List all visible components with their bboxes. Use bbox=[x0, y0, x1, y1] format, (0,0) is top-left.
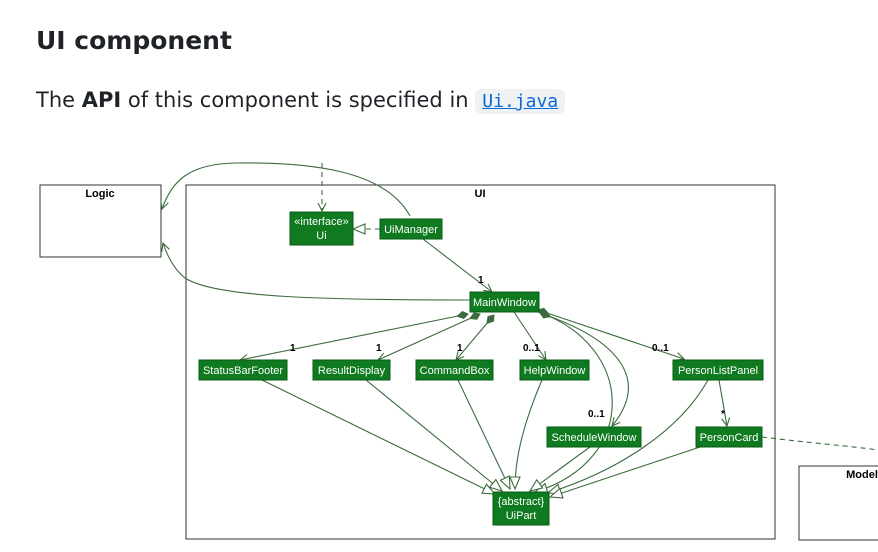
edge-main-to-schedule bbox=[540, 313, 629, 426]
intro-after: of this component is specified in bbox=[121, 88, 476, 112]
model-package-label: Model bbox=[846, 469, 878, 481]
mult-main-panel: 0..1 bbox=[652, 343, 669, 354]
edge-main-extends-uipart bbox=[535, 311, 613, 492]
edge-schedule-extends-uipart bbox=[530, 446, 591, 491]
intro-bold: API bbox=[81, 88, 122, 112]
mult-manager-main: 1 bbox=[478, 275, 484, 286]
edge-manager-to-logic bbox=[162, 162, 411, 217]
schedule-window-node: ScheduleWindow bbox=[546, 426, 642, 448]
edge-status-extends-uipart bbox=[261, 379, 495, 494]
intro-text: The API of this component is specified i… bbox=[36, 88, 566, 114]
mult-main-help: 0..1 bbox=[523, 343, 540, 354]
ui-part-node: {abstract} UiPart bbox=[492, 491, 550, 526]
ui-part-name: UiPart bbox=[506, 510, 537, 522]
ui-manager-node: UiManager bbox=[379, 218, 443, 240]
mult-main-result: 1 bbox=[376, 343, 382, 354]
result-display-node: ResultDisplay bbox=[312, 359, 391, 381]
help-window-label: HelpWindow bbox=[524, 365, 586, 377]
command-box-label: CommandBox bbox=[420, 365, 490, 377]
edge-card-extends-uipart bbox=[550, 446, 701, 497]
ui-interface-name: Ui bbox=[316, 230, 326, 242]
edge-result-extends-uipart bbox=[365, 379, 502, 491]
mult-panel-card: * bbox=[721, 409, 725, 420]
mult-main-command: 1 bbox=[457, 343, 463, 354]
person-list-panel-label: PersonListPanel bbox=[678, 365, 758, 377]
mult-main-status: 1 bbox=[290, 343, 296, 354]
edge-panel-extends-uipart bbox=[548, 379, 709, 493]
person-card-label: PersonCard bbox=[700, 432, 759, 444]
logic-package-label: Logic bbox=[85, 188, 114, 200]
model-package: Model bbox=[798, 465, 878, 541]
multiplicity-labels: 1 1 1 1 0..1 0..1 0..1 * bbox=[290, 275, 725, 420]
schedule-window-label: ScheduleWindow bbox=[552, 432, 637, 444]
edge-command-extends-uipart bbox=[457, 379, 510, 489]
ui-java-link[interactable]: Ui.java bbox=[475, 89, 566, 114]
edge-card-to-model bbox=[761, 436, 878, 451]
section-title: UI component bbox=[36, 26, 232, 55]
ui-part-stereotype: {abstract} bbox=[498, 496, 545, 508]
edge-main-to-logic bbox=[163, 243, 471, 301]
edge-help-extends-uipart bbox=[515, 379, 543, 489]
ui-package-label: UI bbox=[475, 188, 486, 200]
intro-before: The bbox=[36, 88, 82, 112]
command-box-node: CommandBox bbox=[415, 359, 494, 381]
result-display-label: ResultDisplay bbox=[318, 365, 386, 377]
status-bar-footer-label: StatusBarFooter bbox=[203, 365, 283, 377]
mult-main-schedule: 0..1 bbox=[588, 409, 605, 420]
edge-main-to-command bbox=[456, 315, 494, 360]
help-window-node: HelpWindow bbox=[519, 359, 590, 381]
ui-interface-stereotype: «interface» bbox=[294, 216, 348, 228]
main-window-node: MainWindow bbox=[469, 291, 540, 313]
ui-manager-label: UiManager bbox=[384, 224, 438, 236]
person-list-panel-node: PersonListPanel bbox=[672, 359, 764, 381]
main-window-label: MainWindow bbox=[473, 297, 536, 309]
diagram-edges bbox=[162, 162, 878, 497]
edge-panel-to-card bbox=[718, 379, 727, 426]
status-bar-footer-node: StatusBarFooter bbox=[198, 359, 288, 381]
edge-manager-to-main bbox=[422, 238, 492, 292]
logic-package: Logic bbox=[39, 184, 162, 258]
person-card-node: PersonCard bbox=[695, 426, 763, 448]
ui-interface-node: «interface» Ui bbox=[289, 211, 354, 246]
